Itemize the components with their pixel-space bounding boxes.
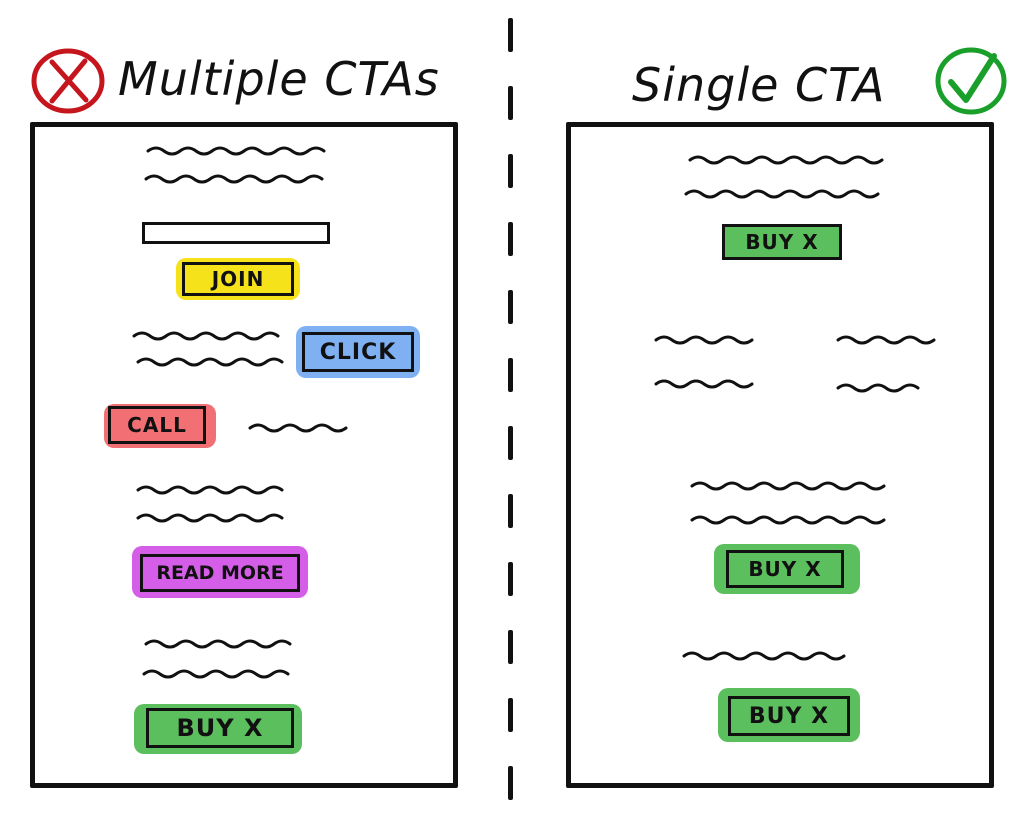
right-title: Single CTA (632, 58, 886, 112)
call-highlight (104, 404, 216, 448)
left-buy-button[interactable]: BUY X (146, 708, 294, 748)
empty-input-field[interactable] (142, 222, 330, 244)
check-circle-icon (934, 44, 1008, 120)
read-more-button[interactable]: READ MORE (140, 554, 300, 592)
right-buy-button-3[interactable]: BUY X (728, 696, 850, 736)
click-button[interactable]: CLICK (302, 332, 414, 372)
left-title: Multiple CTAs (118, 52, 440, 106)
call-button[interactable]: CALL (108, 406, 206, 444)
right-buy-button-2[interactable]: BUY X (726, 550, 844, 588)
join-button[interactable]: JOIN (182, 262, 294, 296)
x-circle-icon (30, 46, 108, 120)
right-buy-button-1[interactable]: BUY X (722, 224, 842, 260)
